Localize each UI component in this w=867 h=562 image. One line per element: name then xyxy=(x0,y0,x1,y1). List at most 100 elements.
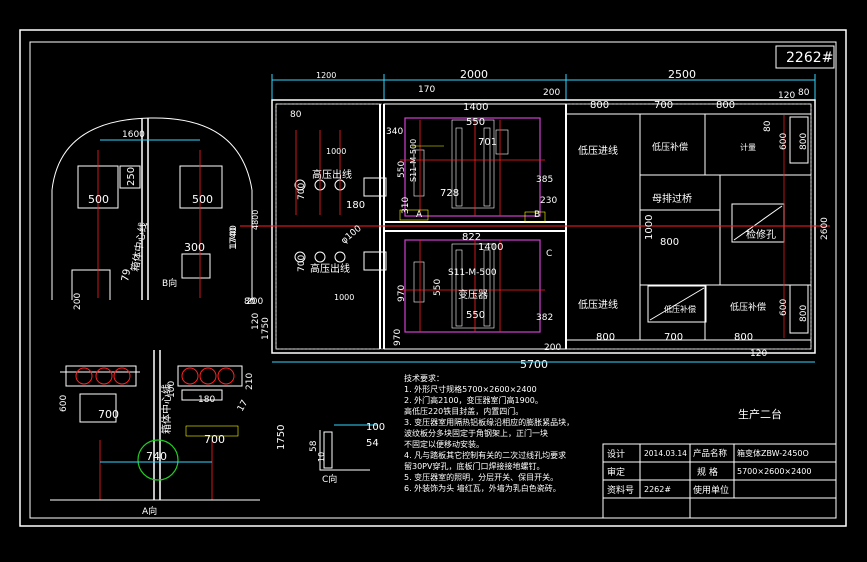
label-meter: 计量 xyxy=(740,142,756,152)
front-dim-700a: 700 xyxy=(98,408,119,421)
inner-border xyxy=(29,41,837,519)
dim-1000a: 1000 xyxy=(326,147,346,156)
label-lv-comp-lower: 低压补偿 xyxy=(730,301,766,313)
note-3c: 不固定以便移动安装。 xyxy=(404,439,484,449)
dim-701: 701 xyxy=(478,137,497,148)
dim-1400b: 1400 xyxy=(478,242,503,253)
dim-310-vert: 310 xyxy=(401,197,411,214)
side-dim-200: 200 xyxy=(73,293,83,310)
label-transformer-upper: S11-M-500 xyxy=(409,139,418,182)
dim-822: 822 xyxy=(462,232,481,243)
dim-1400a: 1400 xyxy=(463,102,488,113)
note-2: 2. 外门高2100，变压器室门高1900。 xyxy=(404,395,543,405)
production-count: 生产二台 xyxy=(738,407,782,421)
tb-design-label: 设计 xyxy=(607,448,625,460)
label-section-c: C xyxy=(546,249,552,259)
dim-600-vert-b: 600 xyxy=(779,299,789,316)
front-dim-17: 17 xyxy=(236,399,250,414)
title-block: 设计 2014.03.14 产品名称 箱变体ZBW-2450O 审定 规 格 5… xyxy=(602,443,837,519)
dim-1000-vert: 1000 xyxy=(644,215,655,240)
note-4: 4. 凡与踏板其它控制有关的二次过线孔均要求 xyxy=(404,450,566,460)
side-dim-1600: 1600 xyxy=(122,130,145,140)
c-dim-54: 54 xyxy=(366,438,379,449)
dim-top-3: 2500 xyxy=(668,68,696,81)
side-dim-80: 80 xyxy=(244,297,256,307)
dim-700b: 700 xyxy=(664,332,683,343)
dim-700a: 700 xyxy=(654,100,673,111)
front-dim-180: 180 xyxy=(198,395,215,405)
label-section-a: A xyxy=(416,210,423,220)
side-view-label: B向 xyxy=(162,277,177,289)
label-transformer-lower: S11-M-500 xyxy=(448,268,497,278)
dim-200b: 200 xyxy=(544,343,561,353)
dim-800d: 800 xyxy=(596,332,615,343)
dim-230: 230 xyxy=(540,196,557,206)
note-2b: 高低压220铁目封盖，内置四门。 xyxy=(404,406,523,416)
dim-550-vert: 550 xyxy=(397,161,407,178)
note-3b: 波纹板分多块固定于角钢架上，正门一块 xyxy=(404,428,548,438)
dim-top-2: 2000 xyxy=(460,68,488,81)
c-dim-58: 58 xyxy=(309,440,319,452)
dim-340: 340 xyxy=(386,127,403,137)
dim-550-vert-b: 550 xyxy=(433,279,443,296)
dim-700-vert-a: 700 xyxy=(297,183,307,200)
dim-top-1: 1200 xyxy=(316,71,336,80)
note-5: 5. 变压器室的照明，分层开关、保目开关。 xyxy=(404,472,558,482)
dim-800e: 800 xyxy=(734,332,753,343)
c-view: 100 54 58 10 C向 xyxy=(309,422,385,485)
side-center-label: 箱体中心线 xyxy=(128,221,149,272)
front-dim-600: 600 xyxy=(59,395,69,412)
label-lv-in-upper: 低压进线 xyxy=(578,144,618,157)
label-inspect-hole: 检修孔 xyxy=(746,228,776,241)
dim-120b: 120 xyxy=(750,349,767,359)
side-view: 1600 250 500 500 300 1740 200 80 箱体中心线 7… xyxy=(51,117,256,310)
c-dim-100: 100 xyxy=(366,422,385,433)
technical-notes: 技术要求： 1. 外形尺寸规格5700×2600×2400 2. 外门高2100… xyxy=(404,373,782,493)
tb-review-label: 审定 xyxy=(607,466,625,478)
front-dim-740: 740 xyxy=(146,450,167,463)
outer-border xyxy=(19,29,847,527)
side-angle-label: 79 xyxy=(120,268,133,282)
tb-spec-label: 规 格 xyxy=(697,466,718,478)
dim-80c: 200 xyxy=(246,297,263,307)
note-4b: 留30PV穿孔，底板门口焊接接地螺钉。 xyxy=(404,461,544,471)
front-dim-100: 100 xyxy=(167,381,177,398)
dim-800a: 800 xyxy=(590,100,609,111)
dim-120a: 120 xyxy=(778,91,795,101)
note-1: 1. 外形尺寸规格5700×2600×2400 xyxy=(404,384,537,394)
drawing-number: 2262# xyxy=(786,50,833,66)
side-dim-500b: 500 xyxy=(192,193,213,206)
label-transformer-mark: 变压器 xyxy=(458,288,488,301)
dim-700-vert-b: 700 xyxy=(297,255,307,272)
dim-385: 385 xyxy=(536,175,553,185)
tb-unit-label: 使用单位 xyxy=(693,484,729,496)
label-lv-in-lower: 低压进线 xyxy=(578,298,618,311)
tb-spec-value: 5700×2600×2400 xyxy=(737,467,811,476)
front-dim-210: 210 xyxy=(245,373,255,390)
dim-4800-vert: 4800 xyxy=(251,210,260,230)
dim-1000b: 1000 xyxy=(334,293,354,302)
dim-728: 728 xyxy=(440,188,459,199)
c-dim-10: 10 xyxy=(317,452,326,462)
side-dim-250: 250 xyxy=(126,167,137,186)
side-dim-1740: 1740 xyxy=(229,225,239,248)
tb-product-name-label: 产品名称 xyxy=(693,448,728,459)
dim-800c: 800 xyxy=(660,237,679,248)
dim-800-vert-b: 800 xyxy=(799,305,809,322)
dim-600-vert-a: 600 xyxy=(779,133,789,150)
label-hv-out-lower: 高压出线 xyxy=(310,262,350,275)
dim-180: 180 xyxy=(346,200,365,211)
notes-title: 技术要求： xyxy=(404,373,444,383)
dim-550a: 550 xyxy=(466,117,485,128)
dim-5700: 5700 xyxy=(520,358,548,371)
dim-800-vert-a: 800 xyxy=(799,133,809,150)
dim-80-vert: 80 xyxy=(763,120,773,132)
dim-1740-vert: 1740 xyxy=(229,227,239,250)
label-lv-comp-upper: 低压补偿 xyxy=(652,141,688,153)
front-view-label: A向 xyxy=(142,505,157,517)
dim-200a: 200 xyxy=(543,88,560,98)
dim-170: 170 xyxy=(418,85,435,95)
plan-view: 1200 2000 2500 170 xyxy=(229,68,830,371)
side-dim-500a: 500 xyxy=(88,193,109,206)
